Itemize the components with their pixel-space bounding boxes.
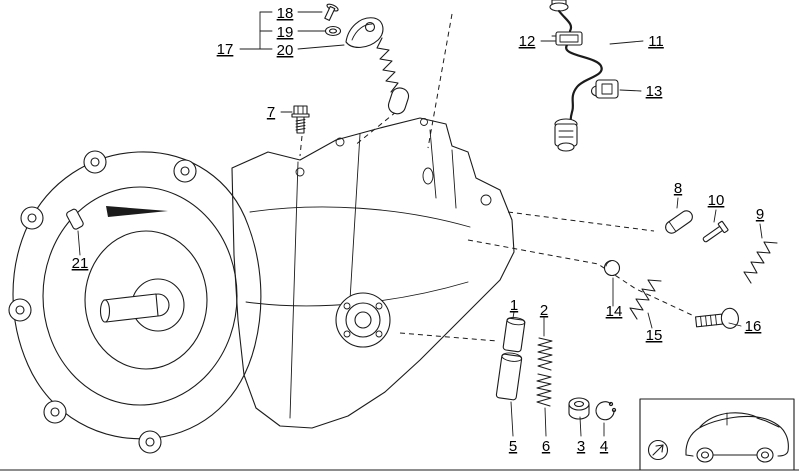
part-11-cable-sensor-icon (549, 0, 603, 152)
callout-20[interactable]: 20 (277, 42, 294, 59)
callout-17[interactable]: 17 (217, 41, 234, 58)
callout-13[interactable]: 13 (646, 83, 663, 100)
bell-housing-bolt-ears (8, 150, 197, 454)
part-21-pin-icon (66, 208, 84, 230)
pointer-wedge (106, 206, 168, 217)
part-8-pin-icon (665, 210, 693, 234)
callout-6[interactable]: 6 (542, 438, 550, 455)
callout-3[interactable]: 3 (577, 438, 585, 455)
callout-18[interactable]: 18 (277, 5, 294, 22)
part-19-washer-icon (324, 25, 342, 37)
callout-1[interactable]: 1 (510, 297, 518, 314)
part-6-spring-icon (536, 373, 552, 407)
callout-labels: 1 2 3 4 5 6 7 8 9 10 11 12 13 14 15 16 1… (72, 5, 765, 455)
part-9-spring-icon (743, 241, 778, 284)
callout-7[interactable]: 7 (267, 104, 275, 121)
direction-arrow-icon (647, 439, 669, 461)
callout-9[interactable]: 9 (756, 206, 764, 223)
part-3-bush-icon (568, 397, 590, 420)
part-10-pin-icon (702, 220, 729, 243)
input-shaft (99, 293, 159, 323)
callout-19[interactable]: 19 (277, 24, 294, 41)
callout-4[interactable]: 4 (600, 438, 608, 455)
callout-10[interactable]: 10 (708, 192, 725, 209)
callout-14[interactable]: 14 (606, 303, 623, 320)
leader-lines (77, 11, 763, 437)
callout-2[interactable]: 2 (540, 302, 548, 319)
part-16-bolt-icon (695, 307, 739, 329)
part-20-lever-icon (345, 17, 384, 48)
callout-8[interactable]: 8 (674, 180, 682, 197)
part-18-rivet-icon (324, 3, 339, 21)
car-rear-three-quarter-icon (685, 412, 789, 463)
dashed-leader-lines (299, 13, 695, 342)
part-5-dowel-sleeve-icon (495, 352, 523, 401)
part-12-connector-icon (551, 31, 583, 46)
callout-5[interactable]: 5 (509, 438, 517, 455)
part-1-dowel-sleeve-icon (502, 317, 526, 353)
part-14-ball-icon (603, 259, 621, 277)
bell-housing-outline (12, 151, 262, 440)
part-4-snap-ring-icon (595, 401, 617, 421)
part-7-bolt-icon (291, 105, 310, 134)
part-15-spring-icon (629, 279, 662, 320)
callout-12[interactable]: 12 (519, 33, 536, 50)
callout-16[interactable]: 16 (745, 318, 762, 335)
callout-11[interactable]: 11 (648, 33, 664, 50)
gearbox-housing (8, 117, 515, 454)
car-inset-box (639, 398, 795, 471)
part-13-clip-icon (590, 79, 619, 99)
detent-spring-icon (376, 37, 399, 93)
detent-piston-icon (387, 87, 410, 115)
part-2-spring-icon (537, 337, 553, 371)
callout-15[interactable]: 15 (646, 327, 663, 344)
callout-21[interactable]: 21 (72, 255, 89, 272)
gearbox-case-outline (231, 117, 515, 429)
output-flange (335, 292, 391, 348)
